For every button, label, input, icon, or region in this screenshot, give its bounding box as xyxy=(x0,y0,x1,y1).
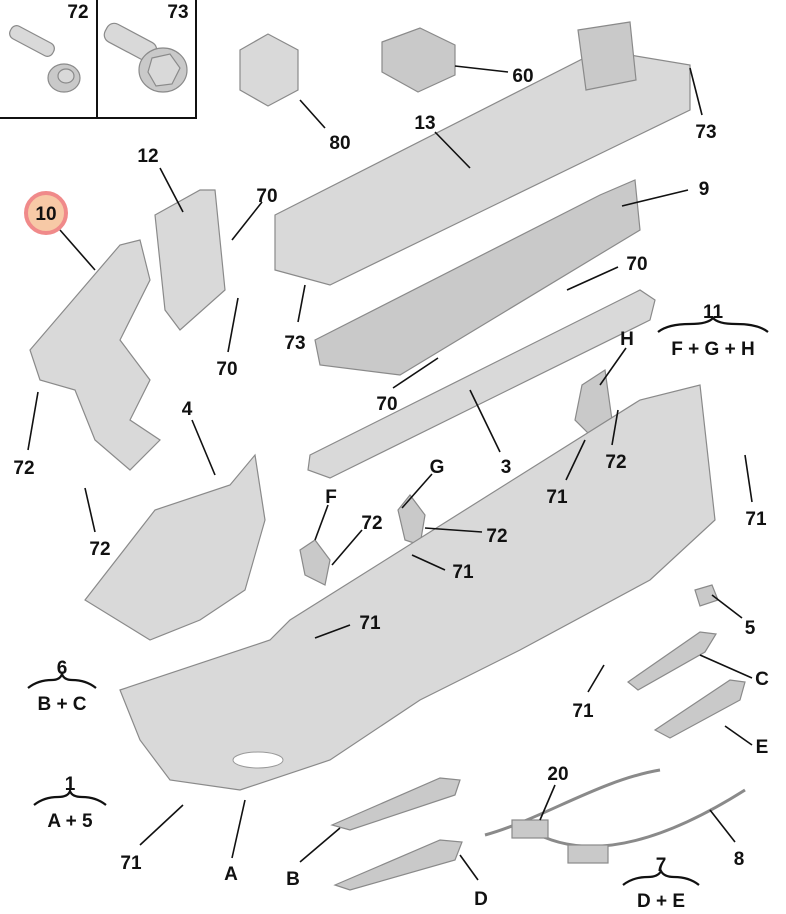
callout-1: 1 xyxy=(65,774,76,795)
callout-80: 80 xyxy=(329,133,350,154)
callout-13: 13 xyxy=(414,113,435,134)
legend-label-72: 72 xyxy=(67,2,88,23)
part-9-grille xyxy=(314,179,641,376)
part-12-bracket xyxy=(154,189,226,331)
callout-72: 72 xyxy=(605,452,626,473)
callout-72: 72 xyxy=(486,526,507,547)
callout-5: 5 xyxy=(745,618,756,639)
callout-7: 7 xyxy=(656,855,667,876)
part-20-8-wiring-harness xyxy=(484,768,746,864)
callout-72: 72 xyxy=(361,513,382,534)
callout-73: 73 xyxy=(284,333,305,354)
callout-70: 70 xyxy=(376,394,397,415)
callout-71: 71 xyxy=(452,562,474,583)
callout-B: B xyxy=(286,869,300,890)
callout-20: 20 xyxy=(547,764,568,785)
part-60-connector xyxy=(381,27,456,93)
callout-8: 8 xyxy=(734,849,745,870)
brace-1 xyxy=(33,787,107,806)
hex-flange-screw-icon xyxy=(103,22,188,93)
callout-6-composition: B + C xyxy=(37,694,86,715)
part-4-side-panel xyxy=(84,453,266,641)
brace-7 xyxy=(622,868,700,886)
callout-12: 12 xyxy=(137,146,158,167)
callout-71: 71 xyxy=(546,487,568,508)
part-13-reinforcement-beam xyxy=(274,21,691,286)
callout-71: 71 xyxy=(359,613,381,634)
part-5-cover xyxy=(694,584,719,607)
callout-A: A xyxy=(224,864,238,885)
callout-6: 6 xyxy=(57,658,68,679)
callout-H: H xyxy=(620,329,634,350)
legend-label-73: 73 xyxy=(167,2,188,23)
callout-71: 71 xyxy=(120,853,142,874)
part-B-reflector xyxy=(330,777,461,831)
part-C-reflector xyxy=(626,631,717,691)
part-E-reflector xyxy=(653,679,746,739)
callout-3: 3 xyxy=(501,457,512,478)
hardware-legend: 72 73 xyxy=(0,0,197,119)
part-10-bracket xyxy=(29,239,161,471)
leader-lines xyxy=(27,65,753,881)
callout-10-highlighted: 10 xyxy=(35,204,56,225)
callout-D: D xyxy=(474,889,488,910)
callout-71: 71 xyxy=(745,509,767,530)
callout-F: F xyxy=(325,487,337,508)
callout-73: 73 xyxy=(695,122,716,143)
part-F-bracket xyxy=(299,539,331,586)
part-3-trim-strip xyxy=(307,289,656,479)
callout-60: 60 xyxy=(512,66,533,87)
bolt-with-washer-icon xyxy=(9,25,81,93)
part-A-bumper-cover xyxy=(119,384,716,791)
callout-72: 72 xyxy=(13,458,34,479)
callout-70: 70 xyxy=(626,254,647,275)
part-D-reflector xyxy=(333,839,463,891)
brace-6 xyxy=(27,670,97,689)
callout-7-composition: D + E xyxy=(637,891,685,912)
part-80-clip-kit xyxy=(239,33,299,107)
callout-E: E xyxy=(756,737,769,758)
legend-frame xyxy=(0,0,197,119)
callout-11-composition: F + G + H xyxy=(671,339,754,360)
highlight-marker xyxy=(24,191,68,235)
callout-70: 70 xyxy=(216,359,237,380)
callout-1-composition: A + 5 xyxy=(47,811,93,832)
callout-labels: 80 60 13 73 12 10 70 9 70 11 F + G + H H… xyxy=(13,66,769,912)
callout-70: 70 xyxy=(256,186,277,207)
callout-C: C xyxy=(755,669,769,690)
callout-9: 9 xyxy=(699,179,710,200)
brace-11 xyxy=(657,316,769,333)
callout-11: 11 xyxy=(703,302,724,323)
callout-71: 71 xyxy=(572,701,594,722)
callout-72: 72 xyxy=(89,539,110,560)
callout-G: G xyxy=(430,457,445,478)
callout-4: 4 xyxy=(182,399,193,420)
part-G-bracket xyxy=(397,494,426,546)
